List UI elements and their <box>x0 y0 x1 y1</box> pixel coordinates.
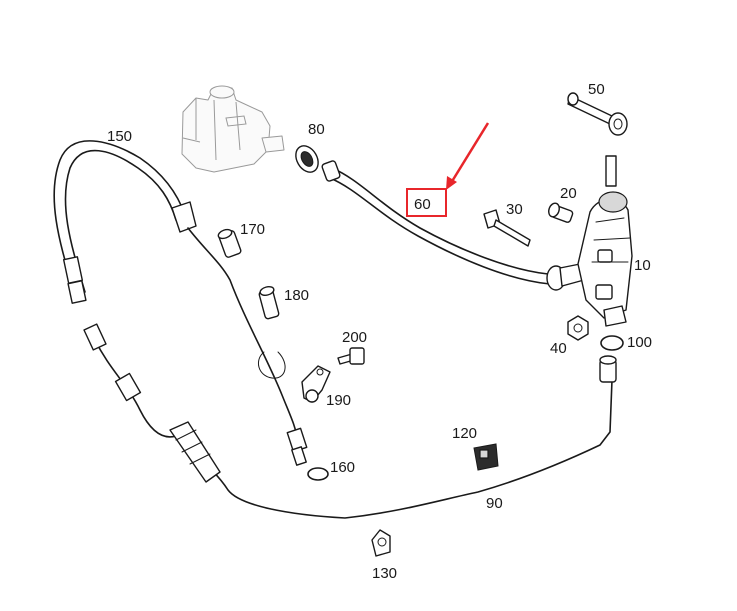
callout-170: 170 <box>240 221 265 238</box>
part-20-screw <box>548 202 574 223</box>
callout-200: 200 <box>342 329 367 346</box>
callout-150: 150 <box>107 128 132 145</box>
callout-10: 10 <box>634 257 651 274</box>
part-170-sleeve <box>217 228 242 258</box>
callout-20: 20 <box>560 185 577 202</box>
fluid-reservoir <box>181 85 285 173</box>
part-180-sleeve <box>258 286 280 320</box>
part-200-bolt <box>337 347 365 365</box>
callout-90: 90 <box>486 495 503 512</box>
highlight-60: 60 <box>406 122 490 217</box>
highlight-arrow <box>449 122 490 184</box>
part-40-nut <box>567 315 589 341</box>
highlight-arrowhead <box>446 176 457 190</box>
callout-190: 190 <box>326 392 351 409</box>
callout-100: 100 <box>627 334 652 351</box>
highlight-box <box>406 188 447 217</box>
brake-line-lower <box>83 323 617 519</box>
part-50-pushrod <box>567 92 628 136</box>
part-100-oring <box>600 335 624 351</box>
part-10-master-cylinder <box>577 155 633 327</box>
callout-40: 40 <box>550 340 567 357</box>
part-130-clip <box>371 529 391 557</box>
callout-50: 50 <box>588 81 605 98</box>
callout-180: 180 <box>284 287 309 304</box>
part-60-hose <box>321 160 585 291</box>
callout-30: 30 <box>506 201 523 218</box>
part-190-clip <box>301 365 331 403</box>
part-80-grommet <box>295 145 319 173</box>
callout-160: 160 <box>330 459 355 476</box>
part-30-bolt <box>483 209 531 247</box>
brake-line-upper <box>187 227 308 466</box>
part-150-hose <box>53 140 197 304</box>
part-120-clip <box>473 443 499 471</box>
callout-130: 130 <box>372 565 397 582</box>
callout-120: 120 <box>452 425 477 442</box>
callout-60: 60 <box>414 196 431 213</box>
part-160-oring <box>307 467 329 481</box>
callout-80: 80 <box>308 121 325 138</box>
